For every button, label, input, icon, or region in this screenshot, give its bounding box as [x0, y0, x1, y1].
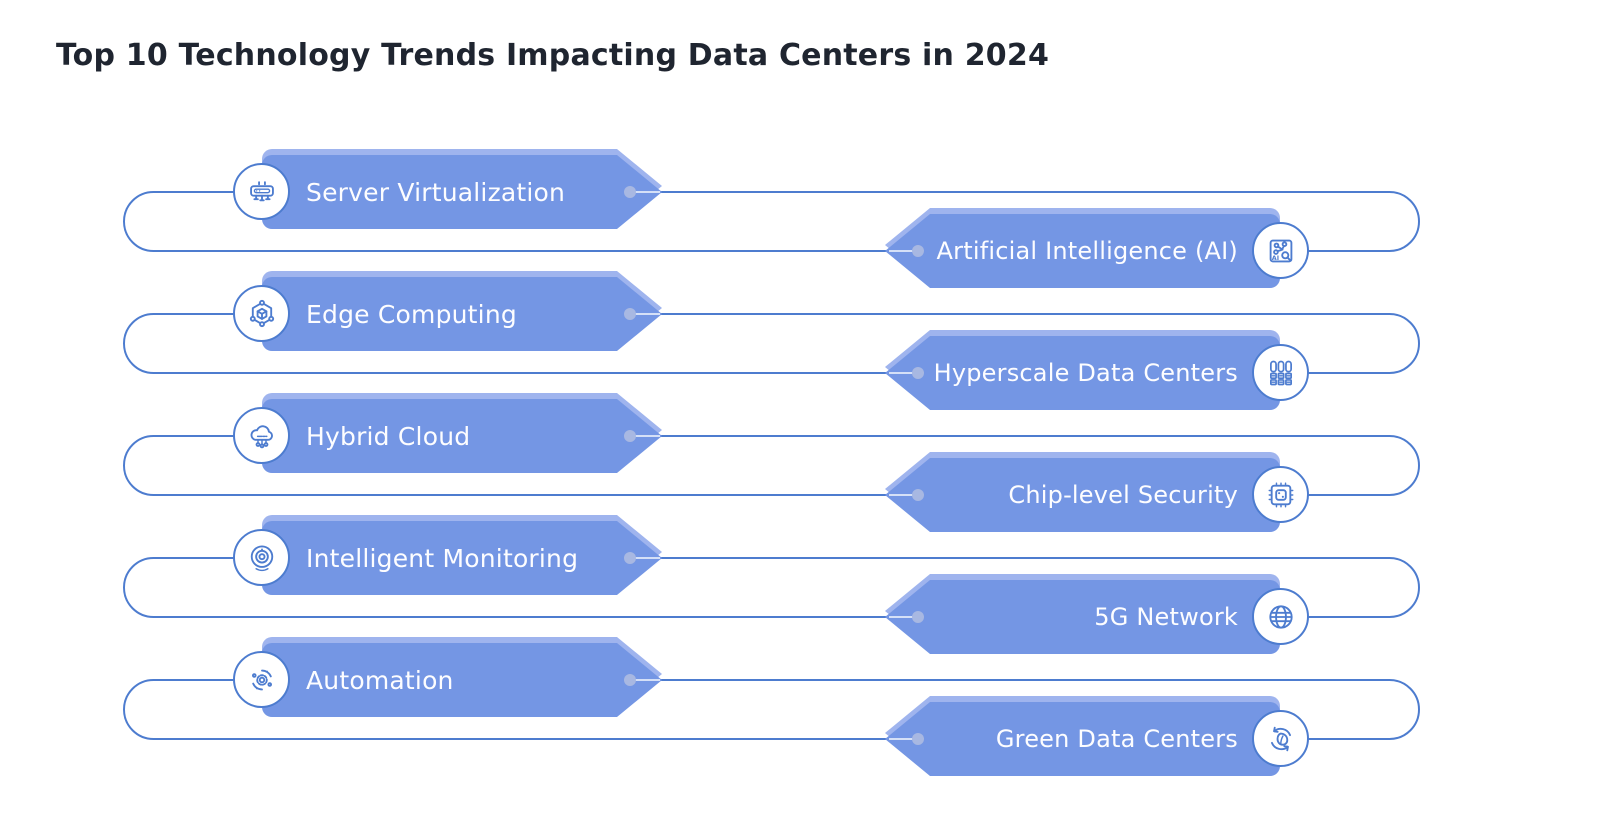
trend-banner-server-virtualization: Server Virtualization — [233, 149, 662, 229]
trend-label: Chip-level Security — [1008, 481, 1238, 509]
trend-banner-hyperscale-data-centers: Hyperscale Data Centers — [885, 330, 1309, 410]
trend-label: 5G Network — [1094, 603, 1238, 631]
trend-banner-edge-computing: Edge Computing — [233, 271, 662, 351]
svg-text:AI: AI — [1271, 254, 1278, 262]
trend-banner-green-data-centers: Green Data Centers — [885, 696, 1309, 776]
connector-dot — [912, 611, 924, 623]
connector-stub — [632, 557, 660, 559]
connector-stub — [889, 616, 916, 618]
page-title: Top 10 Technology Trends Impacting Data … — [56, 38, 1050, 73]
trend-banner-5g-network: 5G Network — [885, 574, 1309, 654]
trend-label: Automation — [306, 665, 454, 695]
monitoring-camera-icon — [233, 529, 290, 586]
connector-stub — [632, 435, 660, 437]
connector-dot — [624, 552, 636, 564]
hybrid-cloud-icon — [233, 407, 290, 464]
connector-dot — [912, 245, 924, 257]
trend-banner-automation: Automation — [233, 637, 662, 717]
trend-label: Intelligent Monitoring — [306, 543, 579, 573]
globe-5g-icon — [1252, 588, 1309, 645]
trend-banner-hybrid-cloud: Hybrid Cloud — [233, 393, 662, 473]
connector-dot — [912, 489, 924, 501]
chip-security-icon — [1252, 466, 1309, 523]
connector-dot — [624, 308, 636, 320]
trend-label: Hyperscale Data Centers — [933, 359, 1238, 387]
trend-label: Edge Computing — [306, 299, 517, 329]
green-recycle-leaf-icon — [1252, 710, 1309, 767]
connector-loop-5 — [123, 679, 1420, 740]
connector-dot — [624, 186, 636, 198]
connector-dot — [912, 733, 924, 745]
connector-stub — [632, 191, 660, 193]
connector-stub — [632, 313, 660, 315]
connector-stub — [632, 679, 660, 681]
connector-dot — [912, 367, 924, 379]
server-rack-icon — [233, 163, 290, 220]
trend-label: Server Virtualization — [306, 177, 566, 207]
connector-dot — [624, 430, 636, 442]
connector-stub — [889, 738, 916, 740]
ai-circuit-icon: AI — [1252, 222, 1309, 279]
trend-label: Hybrid Cloud — [306, 421, 471, 451]
connector-dot — [624, 674, 636, 686]
trend-banner-intelligent-monitoring: Intelligent Monitoring — [233, 515, 662, 595]
automation-gear-icon — [233, 651, 290, 708]
connector-loop-2 — [123, 313, 1420, 374]
connector-loop-4 — [123, 557, 1420, 618]
trend-banner-chip-level-security: Chip-level Security — [885, 452, 1309, 532]
connector-stub — [889, 372, 916, 374]
trend-label: Artificial Intelligence (AI) — [936, 237, 1238, 265]
connector-loop-1 — [123, 191, 1420, 252]
trend-banner-artificial-intelligence: Artificial Intelligence (AI) AI — [885, 208, 1309, 288]
connector-stub — [889, 494, 916, 496]
edge-computing-cube-icon — [233, 285, 290, 342]
trend-label: Green Data Centers — [995, 725, 1238, 753]
hyperscale-racks-icon — [1252, 344, 1309, 401]
connector-stub — [889, 250, 916, 252]
connector-loop-3 — [123, 435, 1420, 496]
